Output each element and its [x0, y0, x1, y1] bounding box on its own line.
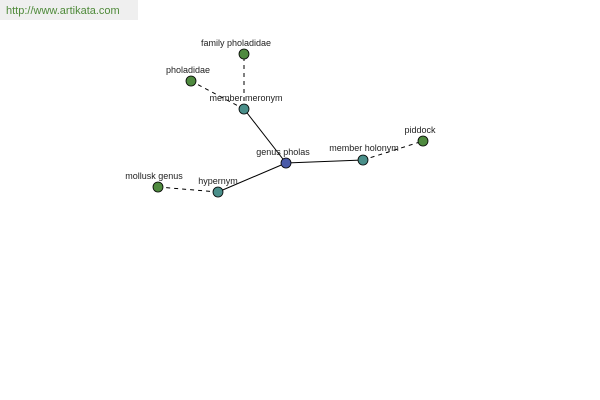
edge-member-meronym-to-pholadidae — [190, 80, 245, 110]
edge-member-holonym-to-piddock — [362, 140, 424, 161]
edge-genus-pholas-to-member-meronym — [243, 108, 287, 164]
node-member-holonym[interactable]: member holonym — [329, 143, 399, 166]
edge-genus-pholas-to-member-holonym — [285, 159, 364, 164]
edge-hypernym-to-mollusk-genus — [157, 186, 219, 193]
node-family-pholadidae-dot[interactable] — [238, 48, 250, 60]
node-genus-pholas-dot[interactable] — [280, 157, 292, 169]
edges-layer — [157, 54, 424, 193]
node-family-pholadidae[interactable]: family pholadidae — [201, 38, 271, 60]
node-pholadidae-label[interactable]: pholadidae — [166, 65, 210, 75]
node-hypernym-dot[interactable] — [212, 186, 224, 198]
node-member-meronym-label[interactable]: member meronym — [209, 93, 282, 103]
source-url-banner[interactable]: http://www.artikata.com — [0, 0, 138, 20]
node-piddock-dot[interactable] — [417, 135, 429, 147]
node-member-holonym-dot[interactable] — [357, 154, 369, 166]
node-member-holonym-label[interactable]: member holonym — [329, 143, 399, 153]
node-mollusk-genus-label[interactable]: mollusk genus — [125, 171, 183, 181]
node-mollusk-genus[interactable]: mollusk genus — [125, 171, 183, 193]
node-genus-pholas-label[interactable]: genus pholas — [256, 147, 310, 157]
node-genus-pholas[interactable]: genus pholas — [256, 147, 310, 169]
node-pholadidae[interactable]: pholadidae — [166, 65, 210, 87]
node-mollusk-genus-dot[interactable] — [152, 181, 164, 193]
source-url-text[interactable]: http://www.artikata.com — [6, 5, 120, 17]
node-piddock-label[interactable]: piddock — [404, 125, 436, 135]
node-hypernym[interactable]: hypernym — [198, 176, 238, 198]
node-piddock[interactable]: piddock — [404, 125, 436, 147]
edge-genus-pholas-to-hypernym — [217, 162, 287, 193]
node-pholadidae-dot[interactable] — [185, 75, 197, 87]
nodes-layer: genus pholas member meronym member holonym… — [125, 38, 436, 198]
node-hypernym-label[interactable]: hypernym — [198, 176, 238, 186]
node-family-pholadidae-label[interactable]: family pholadidae — [201, 38, 271, 48]
node-member-meronym[interactable]: member meronym — [209, 93, 283, 115]
node-member-meronym-dot[interactable] — [238, 103, 250, 115]
